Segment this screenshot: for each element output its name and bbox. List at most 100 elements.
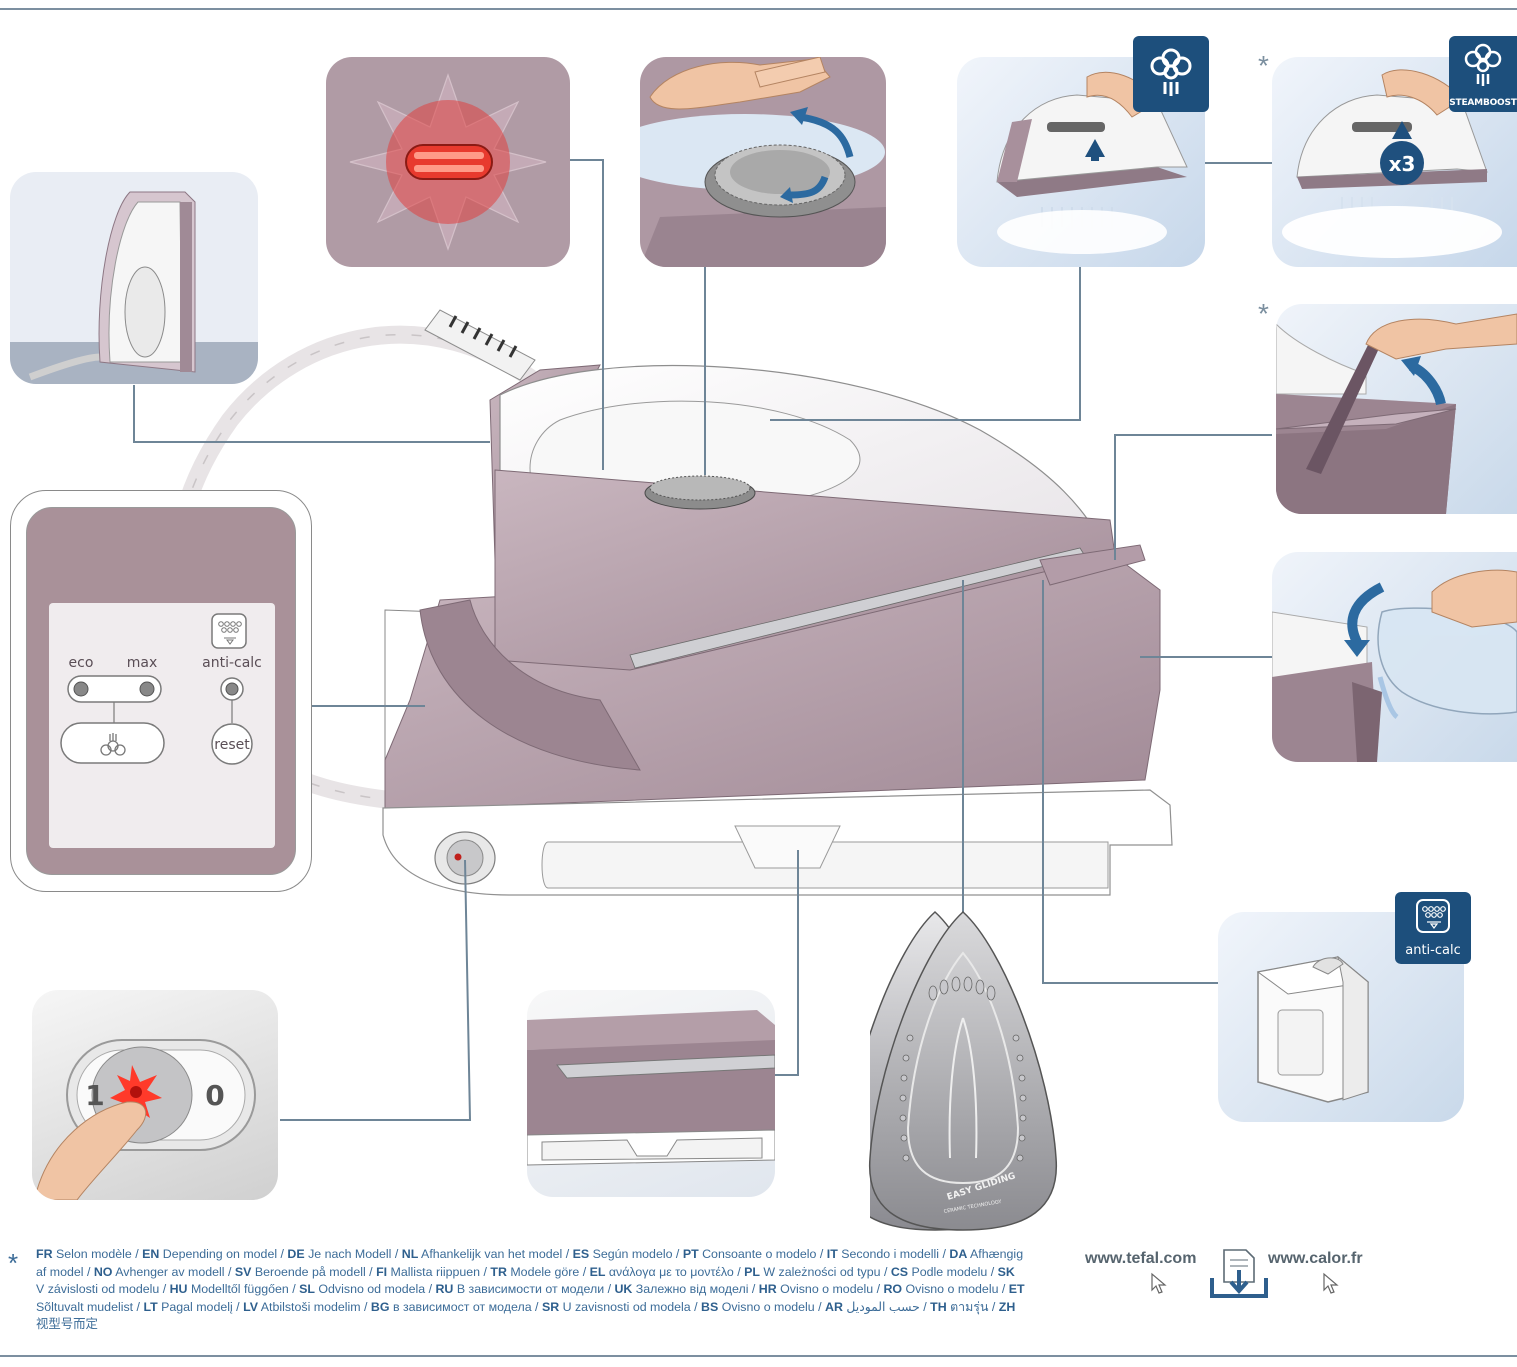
note-language-code: PT bbox=[682, 1247, 699, 1261]
steam-select-button bbox=[60, 722, 165, 764]
note-segment-it: IT Secondo i modelli bbox=[826, 1247, 940, 1261]
note-language-code: UK bbox=[614, 1282, 633, 1297]
note-segment-sl: SL Odvisno od modela bbox=[299, 1282, 426, 1297]
panel-base-close-up bbox=[527, 990, 775, 1197]
note-language-code: ET bbox=[1008, 1282, 1025, 1297]
note-segment-pl: PL W zależności od typu bbox=[744, 1264, 881, 1279]
switch-off-label: 0 bbox=[205, 1079, 224, 1112]
note-language-code: TR bbox=[490, 1264, 507, 1279]
note-segment-de: DE Je nach Modell bbox=[287, 1247, 392, 1261]
note-language-code: CS bbox=[890, 1264, 909, 1279]
note-language-code: IT bbox=[826, 1247, 838, 1261]
note-segment-sv: SV Beroende på modell bbox=[234, 1264, 366, 1279]
anticalc-badge: anti-calc bbox=[1395, 892, 1471, 964]
iron-body bbox=[489, 364, 1146, 671]
panel-fill-water bbox=[1272, 552, 1517, 762]
steamboost-badge: STEAMBOOST bbox=[1449, 36, 1517, 112]
panel-power-switch: 1 0 bbox=[32, 990, 278, 1200]
steam-select-icon bbox=[100, 733, 126, 756]
download-icon[interactable] bbox=[1210, 1248, 1270, 1300]
note-segment-el: EL ανάλογα με το μοντέλο bbox=[589, 1264, 734, 1279]
note-language-code: NO bbox=[93, 1264, 113, 1279]
note-segment-sr: SR U zavisnosti od modela bbox=[541, 1299, 691, 1314]
steamboost-label: STEAMBOOST bbox=[1449, 98, 1517, 108]
anticalc-badge-label: anti-calc bbox=[1405, 943, 1461, 958]
light-lens bbox=[405, 144, 493, 180]
note-segment-bs: BS Ovisno o modelu bbox=[701, 1299, 815, 1314]
note-segment-zh: ZH 视型号而定 bbox=[36, 1299, 1016, 1332]
note-language-code: LV bbox=[243, 1299, 258, 1314]
callout-lines bbox=[133, 159, 1272, 1121]
note-language-code: SL bbox=[299, 1282, 315, 1297]
panel-steam-boost: x3 bbox=[1272, 57, 1517, 267]
note-segment-et: ET Sõltuvalt mudelist bbox=[36, 1282, 1025, 1314]
reset-button bbox=[211, 723, 253, 765]
note-segment-hu: HU Modelltől függően bbox=[169, 1282, 289, 1297]
note-language-code: EN bbox=[142, 1247, 160, 1261]
cord-strain-relief bbox=[424, 309, 536, 381]
note-language-code: HU bbox=[169, 1282, 188, 1297]
note-segment-cs: CS Podle modelu bbox=[890, 1264, 988, 1279]
note-segment-th: TH ตามรุ่น bbox=[930, 1299, 989, 1314]
panel-temperature-dial bbox=[640, 57, 886, 267]
note-segment-da: DA Afhængig af model bbox=[36, 1247, 1024, 1279]
note-language-code: FI bbox=[376, 1264, 388, 1279]
note-language-code: BS bbox=[701, 1299, 719, 1314]
note-language-code: DE bbox=[287, 1247, 305, 1261]
model-note: FR Selon modèle / EN Depending on model … bbox=[36, 1247, 1025, 1332]
note-language-code: FR bbox=[36, 1247, 53, 1261]
note-language-code: NL bbox=[401, 1247, 419, 1261]
cursor-icon-2 bbox=[1323, 1272, 1339, 1294]
note-segment-uk: UK Залежно від моделі bbox=[614, 1282, 749, 1297]
eco-label: eco bbox=[69, 655, 94, 671]
panel-control-panel: eco max anti-calc reset bbox=[10, 490, 312, 892]
note-language-code: RU bbox=[435, 1282, 454, 1297]
note-language-code: AR bbox=[825, 1299, 843, 1314]
top-rule bbox=[0, 8, 1517, 10]
anticalc-label: anti-calc bbox=[202, 655, 262, 671]
eco-led bbox=[73, 681, 89, 697]
optional-asterisk: * bbox=[1258, 50, 1269, 81]
note-language-code: SV bbox=[234, 1264, 252, 1279]
steam-count-label: x3 bbox=[1389, 152, 1416, 176]
soleplate-detail: EASY GLIDING CERAMIC TECHNOLOGY bbox=[868, 910, 1058, 1231]
website-calor-link[interactable]: www.calor.fr bbox=[1268, 1250, 1363, 1267]
note-segment-no: NO Avhenger av modell bbox=[93, 1264, 225, 1279]
note-language-code: ZH bbox=[998, 1299, 1016, 1314]
note-segment-ro: RO Ovisno o modelu bbox=[883, 1282, 999, 1297]
anticalc-cartridge-icon bbox=[1416, 899, 1450, 933]
note-segment-lt: LT Pagal modelį bbox=[143, 1299, 233, 1314]
note-language-code: BG bbox=[370, 1299, 390, 1314]
switch-on-label: 1 bbox=[85, 1079, 104, 1112]
note-segment-en: EN Depending on model bbox=[142, 1247, 278, 1261]
note-segment-es: ES Según modelo bbox=[572, 1247, 673, 1261]
note-language-code: PL bbox=[744, 1264, 760, 1279]
website-tefal-link[interactable]: www.tefal.com bbox=[1085, 1250, 1197, 1267]
steam-icon bbox=[1150, 48, 1192, 96]
note-segment-fr: FR Selon modèle bbox=[36, 1247, 132, 1261]
cursor-icon bbox=[1151, 1272, 1167, 1294]
note-segment-ar: AR حسب الموديل bbox=[825, 1299, 920, 1314]
note-segment-bg: BG в зависимост от модела bbox=[370, 1299, 532, 1314]
note-segment-nl: NL Afhankelijk van het model bbox=[401, 1247, 563, 1261]
note-language-code: DA bbox=[949, 1247, 968, 1261]
panel-open-tank-flap bbox=[1276, 304, 1517, 514]
note-segment-ru: RU В зависимости от модели bbox=[435, 1282, 605, 1297]
footer-asterisk: * bbox=[8, 1248, 19, 1278]
note-segment-lv: LV Atbilstoši modelim bbox=[243, 1299, 361, 1314]
max-label: max bbox=[127, 655, 158, 671]
steam-count-badge bbox=[1380, 141, 1424, 185]
note-segment-hr: HR Ovisno o modelu bbox=[758, 1282, 874, 1297]
max-led bbox=[139, 681, 155, 697]
note-language-code: SR bbox=[541, 1299, 560, 1314]
bottom-rule bbox=[0, 1355, 1517, 1357]
note-segment-pt: PT Consoante o modelo bbox=[682, 1247, 817, 1261]
note-language-code: EL bbox=[589, 1264, 606, 1279]
panel-iron-on-heel bbox=[10, 172, 258, 384]
note-language-code: ES bbox=[572, 1247, 590, 1261]
note-language-code: LT bbox=[143, 1299, 158, 1314]
note-segment-sk: SK V závislosti od modelu bbox=[36, 1264, 1015, 1297]
note-language-code: SK bbox=[997, 1264, 1015, 1279]
panel-ready-light bbox=[326, 57, 570, 267]
